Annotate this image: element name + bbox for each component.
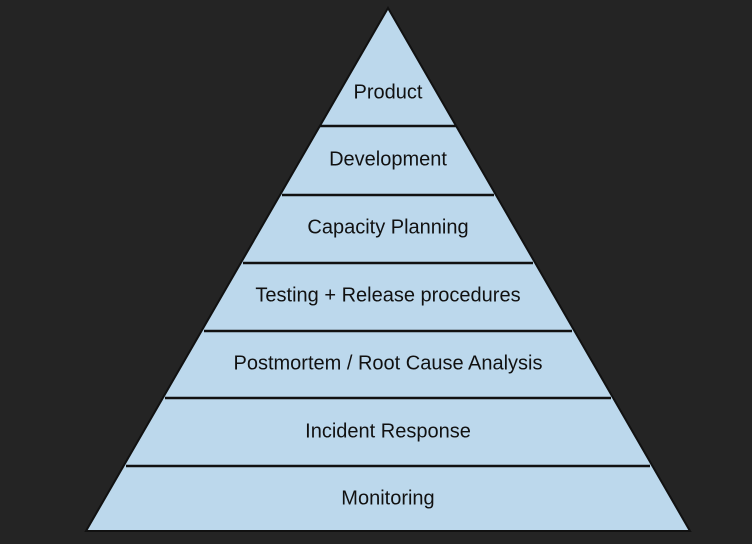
tier-capacity-planning-label: Capacity Planning [307,216,468,238]
tier-product-label: Product [354,81,423,103]
pyramid-body [84,6,692,532]
tier-development-label: Development [329,148,447,170]
tier-testing-release-label: Testing + Release procedures [255,284,520,306]
tier-postmortem-label: Postmortem / Root Cause Analysis [233,352,542,374]
tier-monitoring-label: Monitoring [341,487,434,509]
tier-incident-response-label: Incident Response [305,420,471,442]
